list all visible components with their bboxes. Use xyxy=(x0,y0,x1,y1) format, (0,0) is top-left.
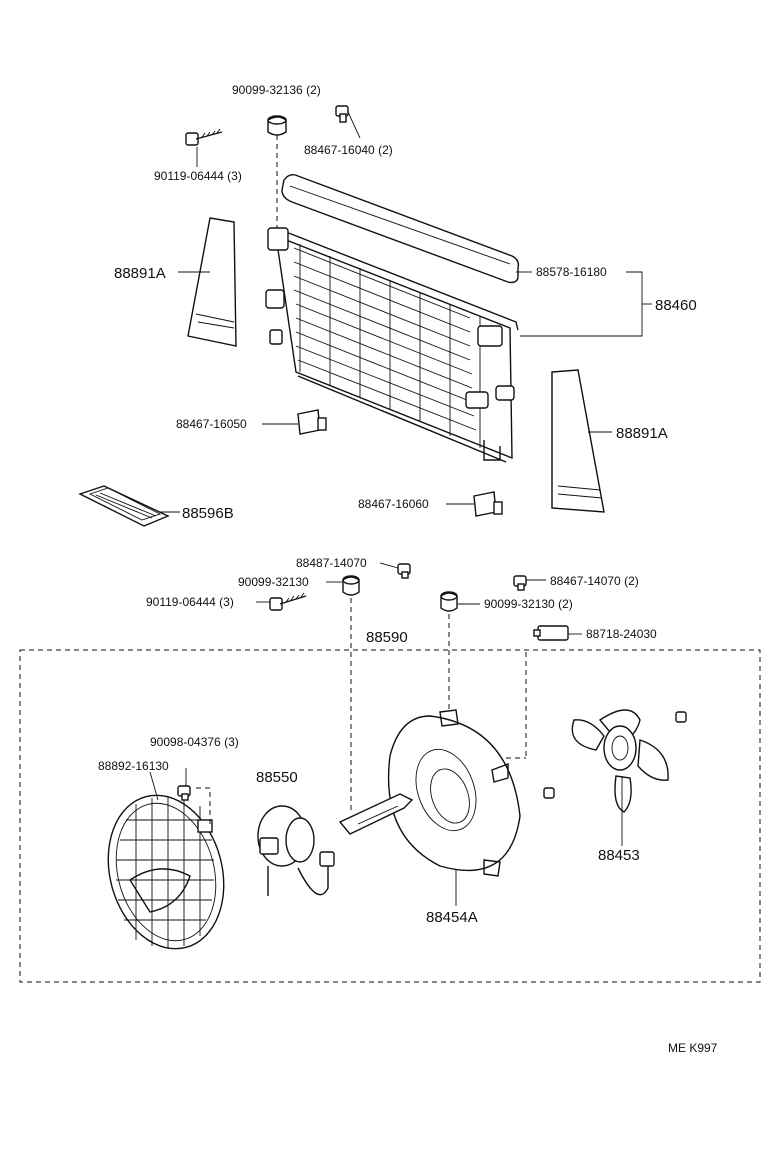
label-88467-16040: 88467-16040 (2) xyxy=(304,143,393,157)
diagram-code: ME K997 xyxy=(668,1041,718,1055)
bolt-90098-04376 xyxy=(177,785,191,801)
bolt-88467-14070 xyxy=(513,575,527,591)
label-90119-06444-mid: 90119-06444 (3) xyxy=(146,595,234,609)
label-88453: 88453 xyxy=(598,847,640,864)
label-88891A-right: 88891A xyxy=(616,425,668,442)
label-88596B: 88596B xyxy=(182,505,234,522)
label-88590: 88590 xyxy=(366,629,408,646)
grommet-90099-32130-left xyxy=(342,575,360,596)
label-88454A: 88454A xyxy=(426,909,478,926)
seal-88891A-right xyxy=(551,369,605,513)
label-88467-16050: 88467-16050 xyxy=(176,417,247,431)
label-88550: 88550 xyxy=(256,769,298,786)
seal-88596B xyxy=(78,485,170,527)
bolt-90119-06444-mid xyxy=(269,592,307,611)
label-90119-06444-top: 90119-06444 (3) xyxy=(154,169,242,183)
bolt-88467-16040 xyxy=(335,105,349,123)
fan-motor-88550 xyxy=(257,805,335,896)
fan-guard-88892-16130 xyxy=(107,794,225,950)
leader-lines xyxy=(149,111,652,906)
label-88467-14070: 88467-14070 (2) xyxy=(550,574,639,588)
label-90099-32136: 90099-32136 (2) xyxy=(232,83,321,97)
bracket-88467-16050 xyxy=(297,409,327,435)
label-88487-14070: 88487-14070 xyxy=(296,556,367,570)
grommet-90099-32130-right xyxy=(440,591,458,612)
label-88460: 88460 xyxy=(655,297,697,314)
label-90099-32130-right: 90099-32130 (2) xyxy=(484,597,573,611)
label-88467-16060: 88467-16060 xyxy=(358,497,429,511)
label-88578-16180: 88578-16180 xyxy=(536,265,607,279)
label-88891A-left: 88891A xyxy=(114,265,166,282)
fan-88453 xyxy=(571,709,669,813)
bolt-90119-06444-top xyxy=(185,128,223,146)
bolt-88487-14070 xyxy=(397,563,411,579)
connector-88718-24030 xyxy=(533,625,569,641)
bracket-88467-16060 xyxy=(473,491,503,517)
nut-small-right xyxy=(675,711,687,723)
label-88718-24030: 88718-24030 xyxy=(586,627,657,641)
condenser-88460 xyxy=(265,173,520,463)
fan-shroud-88454A xyxy=(338,709,521,877)
seal-88891A-left xyxy=(187,217,237,347)
label-90098-04376: 90098-04376 (3) xyxy=(150,735,239,749)
nut-small-mid xyxy=(543,787,555,799)
label-90099-32130-left: 90099-32130 xyxy=(238,575,309,589)
label-88892-16130: 88892-16130 xyxy=(98,759,169,773)
grommet-90099-32136 xyxy=(267,115,287,136)
